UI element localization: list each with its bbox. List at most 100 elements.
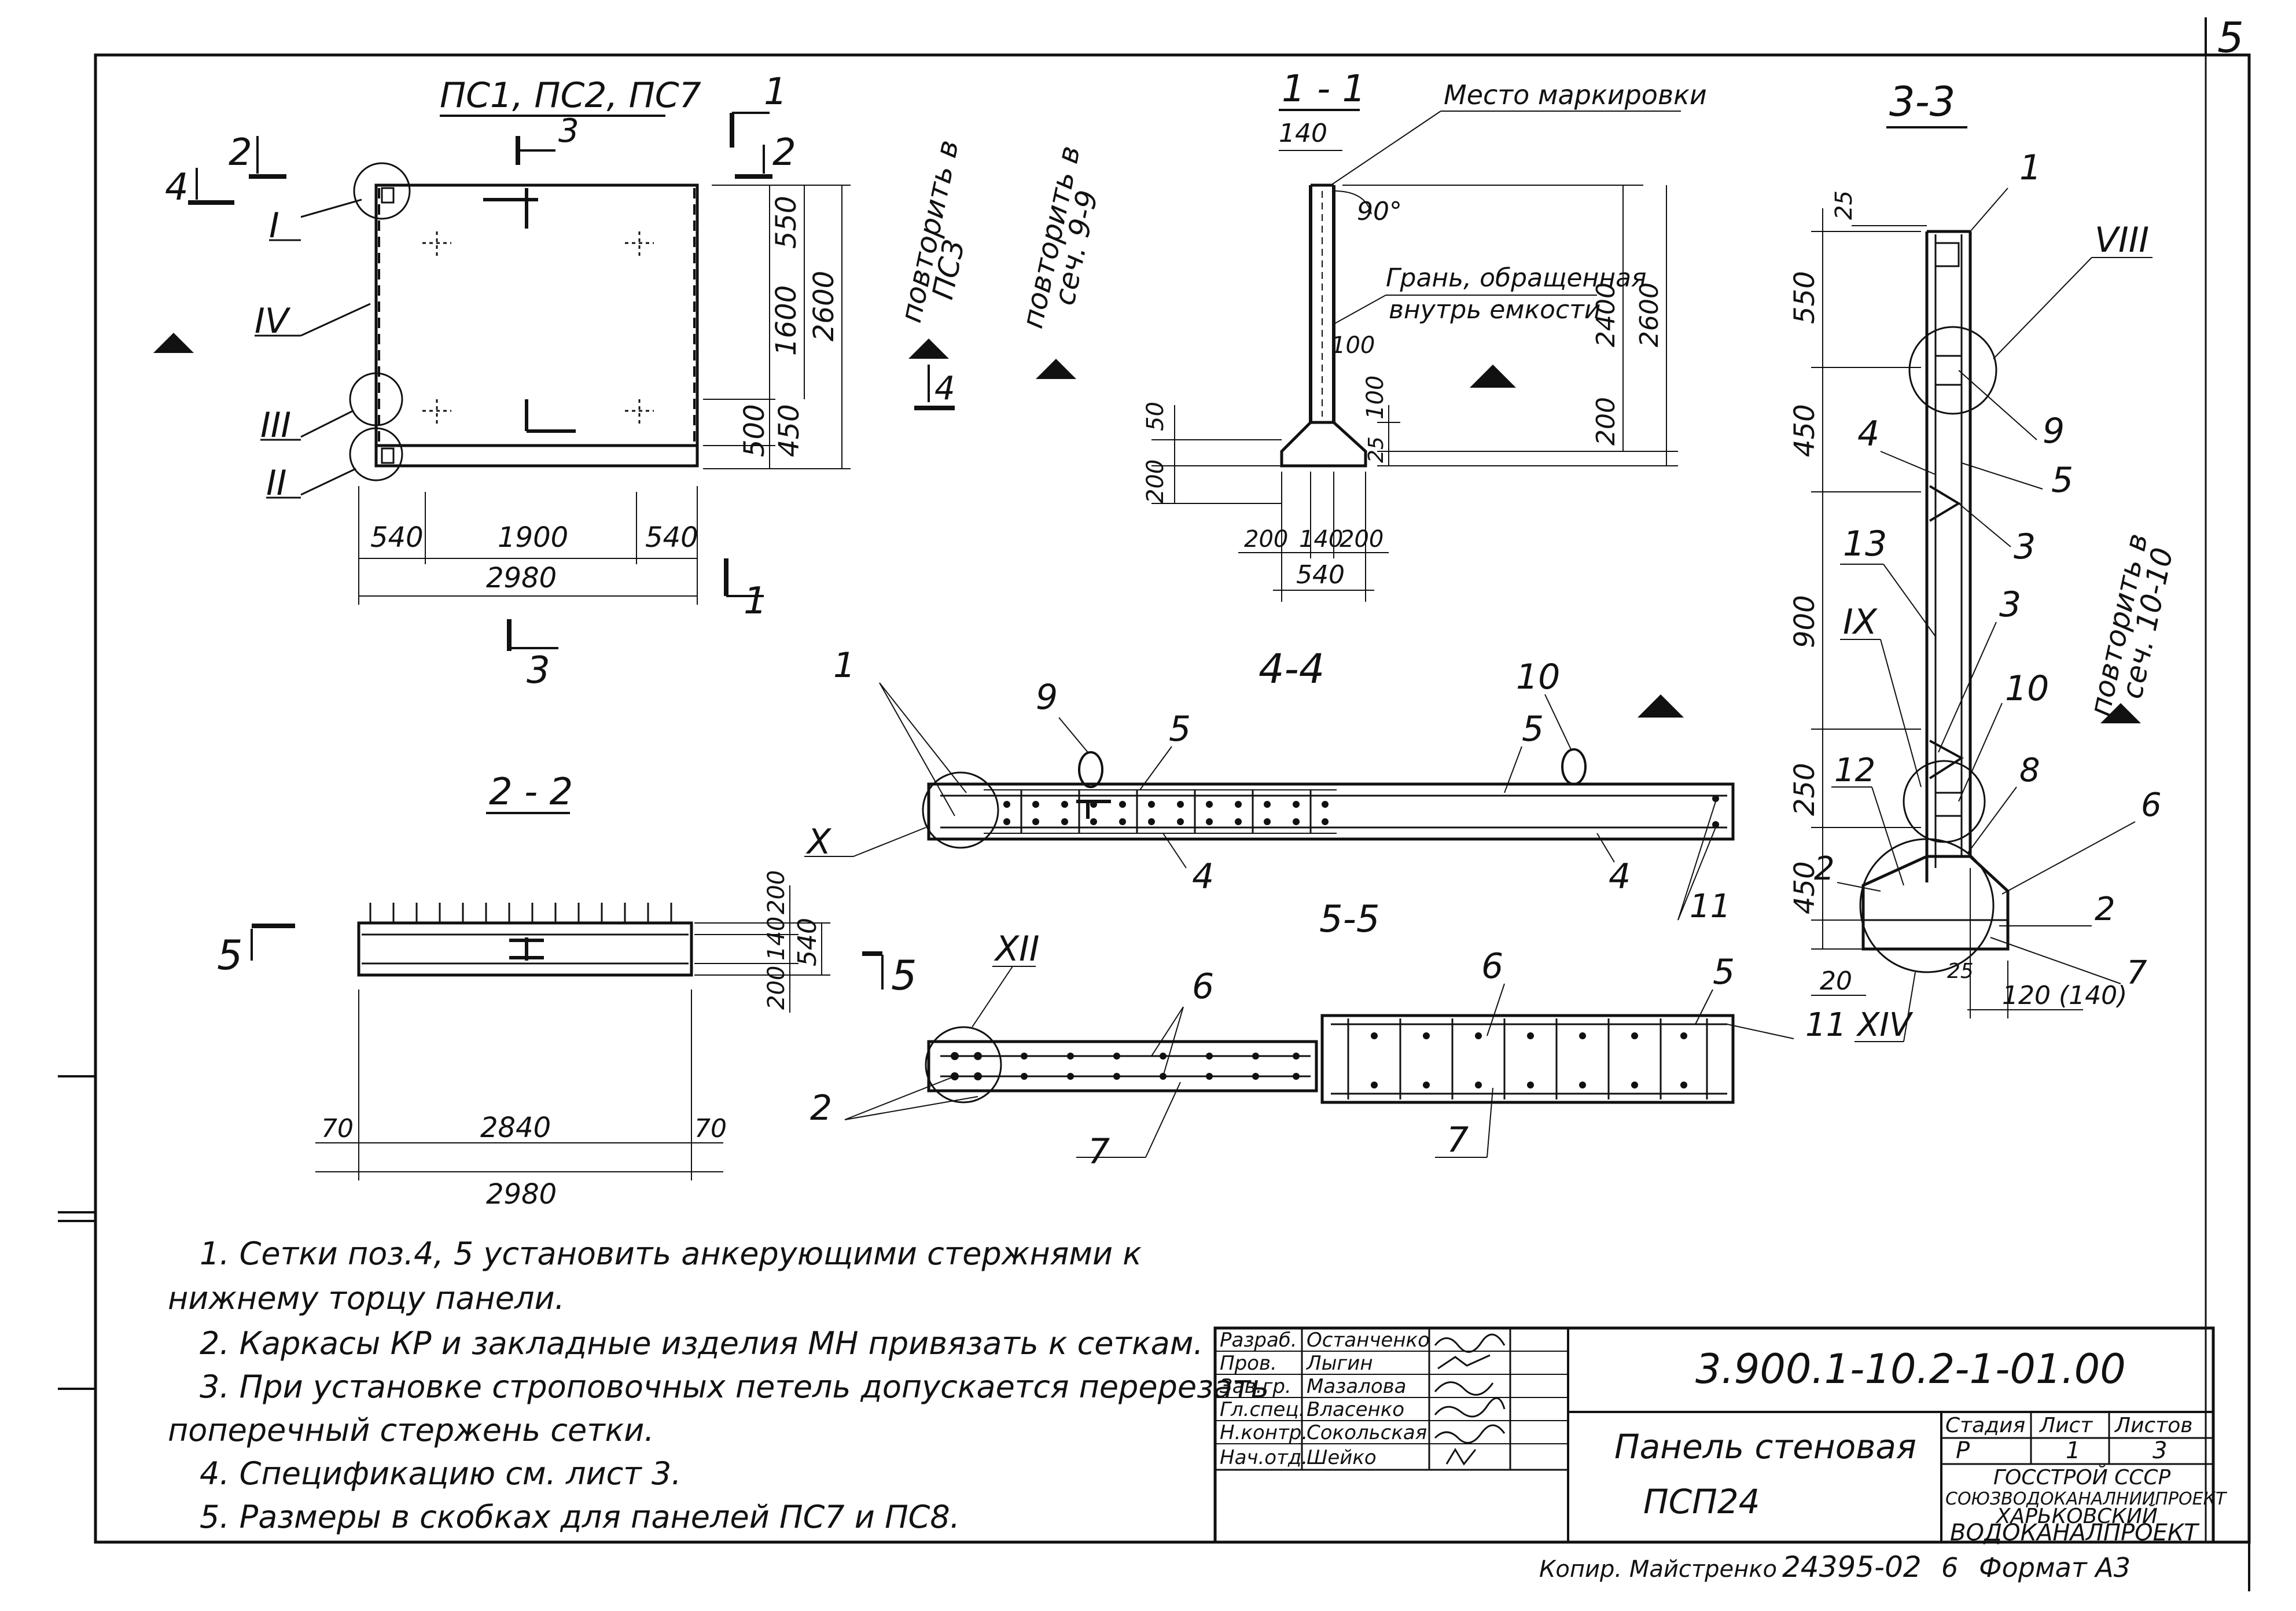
- footer-copy: Копир. Майстренко: [1539, 1556, 1777, 1583]
- s44-label-4b: 4: [1609, 856, 1631, 897]
- note-4: 4. Спецификацию см. лист 3.: [200, 1455, 681, 1492]
- note-1b: нижнему торцу панели.: [168, 1280, 565, 1316]
- dim-70-left: 70: [321, 1114, 354, 1143]
- dim-120-140: 120 (140): [2002, 981, 2127, 1010]
- stage-value: Р: [1956, 1437, 1970, 1464]
- dim-25: 25: [1364, 436, 1388, 463]
- node-IV: IV: [255, 301, 291, 341]
- section33-title: 3-3: [1889, 78, 1955, 126]
- label-9: 9: [2043, 411, 2065, 451]
- dim-550-s33: 550: [1789, 271, 1821, 324]
- label-2-left: 2: [1814, 850, 1835, 888]
- dim-200-s22-top: 200: [763, 870, 790, 914]
- dim-140-top: 140: [1279, 119, 1327, 148]
- note-2: 2. Каркасы КР и закладные изделия МН при…: [200, 1325, 1204, 1362]
- name-2: Мазалова: [1307, 1375, 1407, 1398]
- stage-header: Стадия: [1945, 1414, 2025, 1437]
- section-mark-3-bottom: 3: [527, 649, 550, 692]
- dim-450-bottom: 450: [1789, 861, 1821, 914]
- s44-label-10: 10: [1516, 657, 1560, 697]
- org-line-1: ГОССТРОЙ СССР: [1993, 1465, 2170, 1489]
- role-5: Нач.отд.: [1220, 1446, 1308, 1469]
- node-VIII: VIII: [2095, 220, 2149, 260]
- dim-900: 900: [1789, 595, 1821, 648]
- node-III: III: [260, 405, 291, 446]
- role-1: Пров.: [1220, 1352, 1277, 1375]
- section-5-5: 5-5 XII 6 6: [810, 898, 1846, 1172]
- doc-code: 3.900.1-10.2-1-01.00: [1695, 1345, 2126, 1393]
- section-mark-1-bottom: 1: [744, 580, 767, 623]
- dim-2840: 2840: [480, 1112, 551, 1144]
- name-0: Останченко: [1307, 1329, 1430, 1352]
- note-3b: поперечный стержень сетки.: [168, 1412, 654, 1448]
- s55-label-6a: 6: [1192, 966, 1214, 1007]
- org-line-4: ВОДОКАНАЛПРОЕКТ: [1950, 1520, 2200, 1546]
- s44-label-1: 1: [833, 645, 855, 686]
- dim-25-top: 25: [1831, 190, 1857, 220]
- section22-title: 2 - 2: [489, 771, 573, 814]
- dim-540-s22: 540: [793, 918, 822, 966]
- section11-title: 1 - 1: [1282, 68, 1366, 111]
- sheets-header: Листов: [2114, 1414, 2192, 1437]
- section44-title: 4-4: [1259, 645, 1324, 693]
- face-label-1: Грань, обращенная: [1386, 263, 1647, 293]
- section-mark-3-top: 3: [558, 112, 579, 150]
- repeat-99-note: повторить в сеч. 9-9: [1015, 143, 1105, 379]
- repeat-ps3-note: повторить в ПС3 4: [894, 137, 971, 410]
- note-3: 3. При установке строповочных петель доп…: [200, 1369, 1269, 1405]
- s44-label-4a: 4: [1192, 856, 1214, 897]
- label-7: 7: [2126, 954, 2147, 992]
- dim-550: 550: [770, 196, 803, 249]
- node-XII: XII: [994, 929, 1040, 969]
- sheet-value: 1: [2066, 1437, 2080, 1464]
- dim-540-b: 540: [1296, 560, 1345, 590]
- node-IX: IX: [1843, 602, 1878, 642]
- label-13: 13: [1843, 524, 1887, 564]
- section-mark-4-left: 4: [165, 166, 189, 209]
- marking-place-label: Место маркировки: [1444, 79, 1707, 111]
- section-mark-5-right: 5: [891, 952, 917, 999]
- sheet-header: Лист: [2039, 1414, 2093, 1437]
- section-mark-2-right: 2: [772, 131, 796, 174]
- section-2-2: 2 - 2 5 5 200 140 540 200: [217, 771, 917, 1211]
- dim-200-left: 200: [1142, 459, 1169, 503]
- dim-140-b: 140: [1299, 526, 1343, 553]
- section-3-3: 3-3 25 550 450 900 250 450 20 25: [1789, 78, 2180, 1044]
- sheets-value: 3: [2152, 1437, 2167, 1464]
- dim-140-s22: 140: [763, 917, 790, 961]
- s44-label-5b: 5: [1522, 709, 1544, 749]
- dim-2980-s22: 2980: [486, 1178, 557, 1211]
- name-5: Шейко: [1307, 1446, 1377, 1469]
- org-line-2: СОЮЗВОДОКАНАЛНИИПРОЕКТ: [1945, 1489, 2228, 1509]
- node-I: I: [269, 205, 279, 246]
- dim-25-bottom: 25: [1947, 959, 1974, 983]
- s44-label-5a: 5: [1169, 709, 1191, 749]
- dim-70-right: 70: [694, 1114, 727, 1143]
- footer-format: Формат А3: [1979, 1552, 2131, 1583]
- s55-label-7a: 7: [1088, 1131, 1110, 1172]
- role-4: Н.контр.: [1220, 1421, 1308, 1444]
- name-1: Лыгин: [1305, 1352, 1373, 1375]
- repeat-ps3-mark: 4: [934, 370, 955, 407]
- dim-200-b2: 200: [1340, 526, 1384, 553]
- role-3: Гл.спец.: [1220, 1398, 1305, 1421]
- label-3b: 3: [1999, 584, 2021, 625]
- label-3a: 3: [2014, 527, 2036, 567]
- title-block: Разраб. Пров. Зав.гр. Гл.спец. Н.контр. …: [1213, 1326, 2228, 1546]
- s44-label-9: 9: [1036, 677, 1058, 718]
- node-X: X: [805, 822, 832, 862]
- section-mark-2-left: 2: [229, 131, 252, 174]
- note-1: 1. Сетки поз.4, 5 установить анкерующими…: [200, 1235, 1142, 1272]
- panel-elevation-view: ПС1, ПС2, ПС7 3 1 2 2 4: [153, 71, 851, 692]
- dim-100: 100: [1331, 332, 1375, 359]
- dim-200-b1: 200: [1244, 526, 1288, 553]
- label-6: 6: [2141, 786, 2162, 824]
- dim-500: 500: [738, 404, 771, 457]
- dim-1900: 1900: [498, 521, 568, 554]
- doc-name-1: Панель стеновая: [1614, 1427, 1916, 1466]
- dim-450-s33: 450: [1789, 404, 1821, 457]
- label-8: 8: [2019, 752, 2040, 789]
- s55-label-5: 5: [1713, 952, 1735, 992]
- sheet-frame: [58, 17, 2251, 1591]
